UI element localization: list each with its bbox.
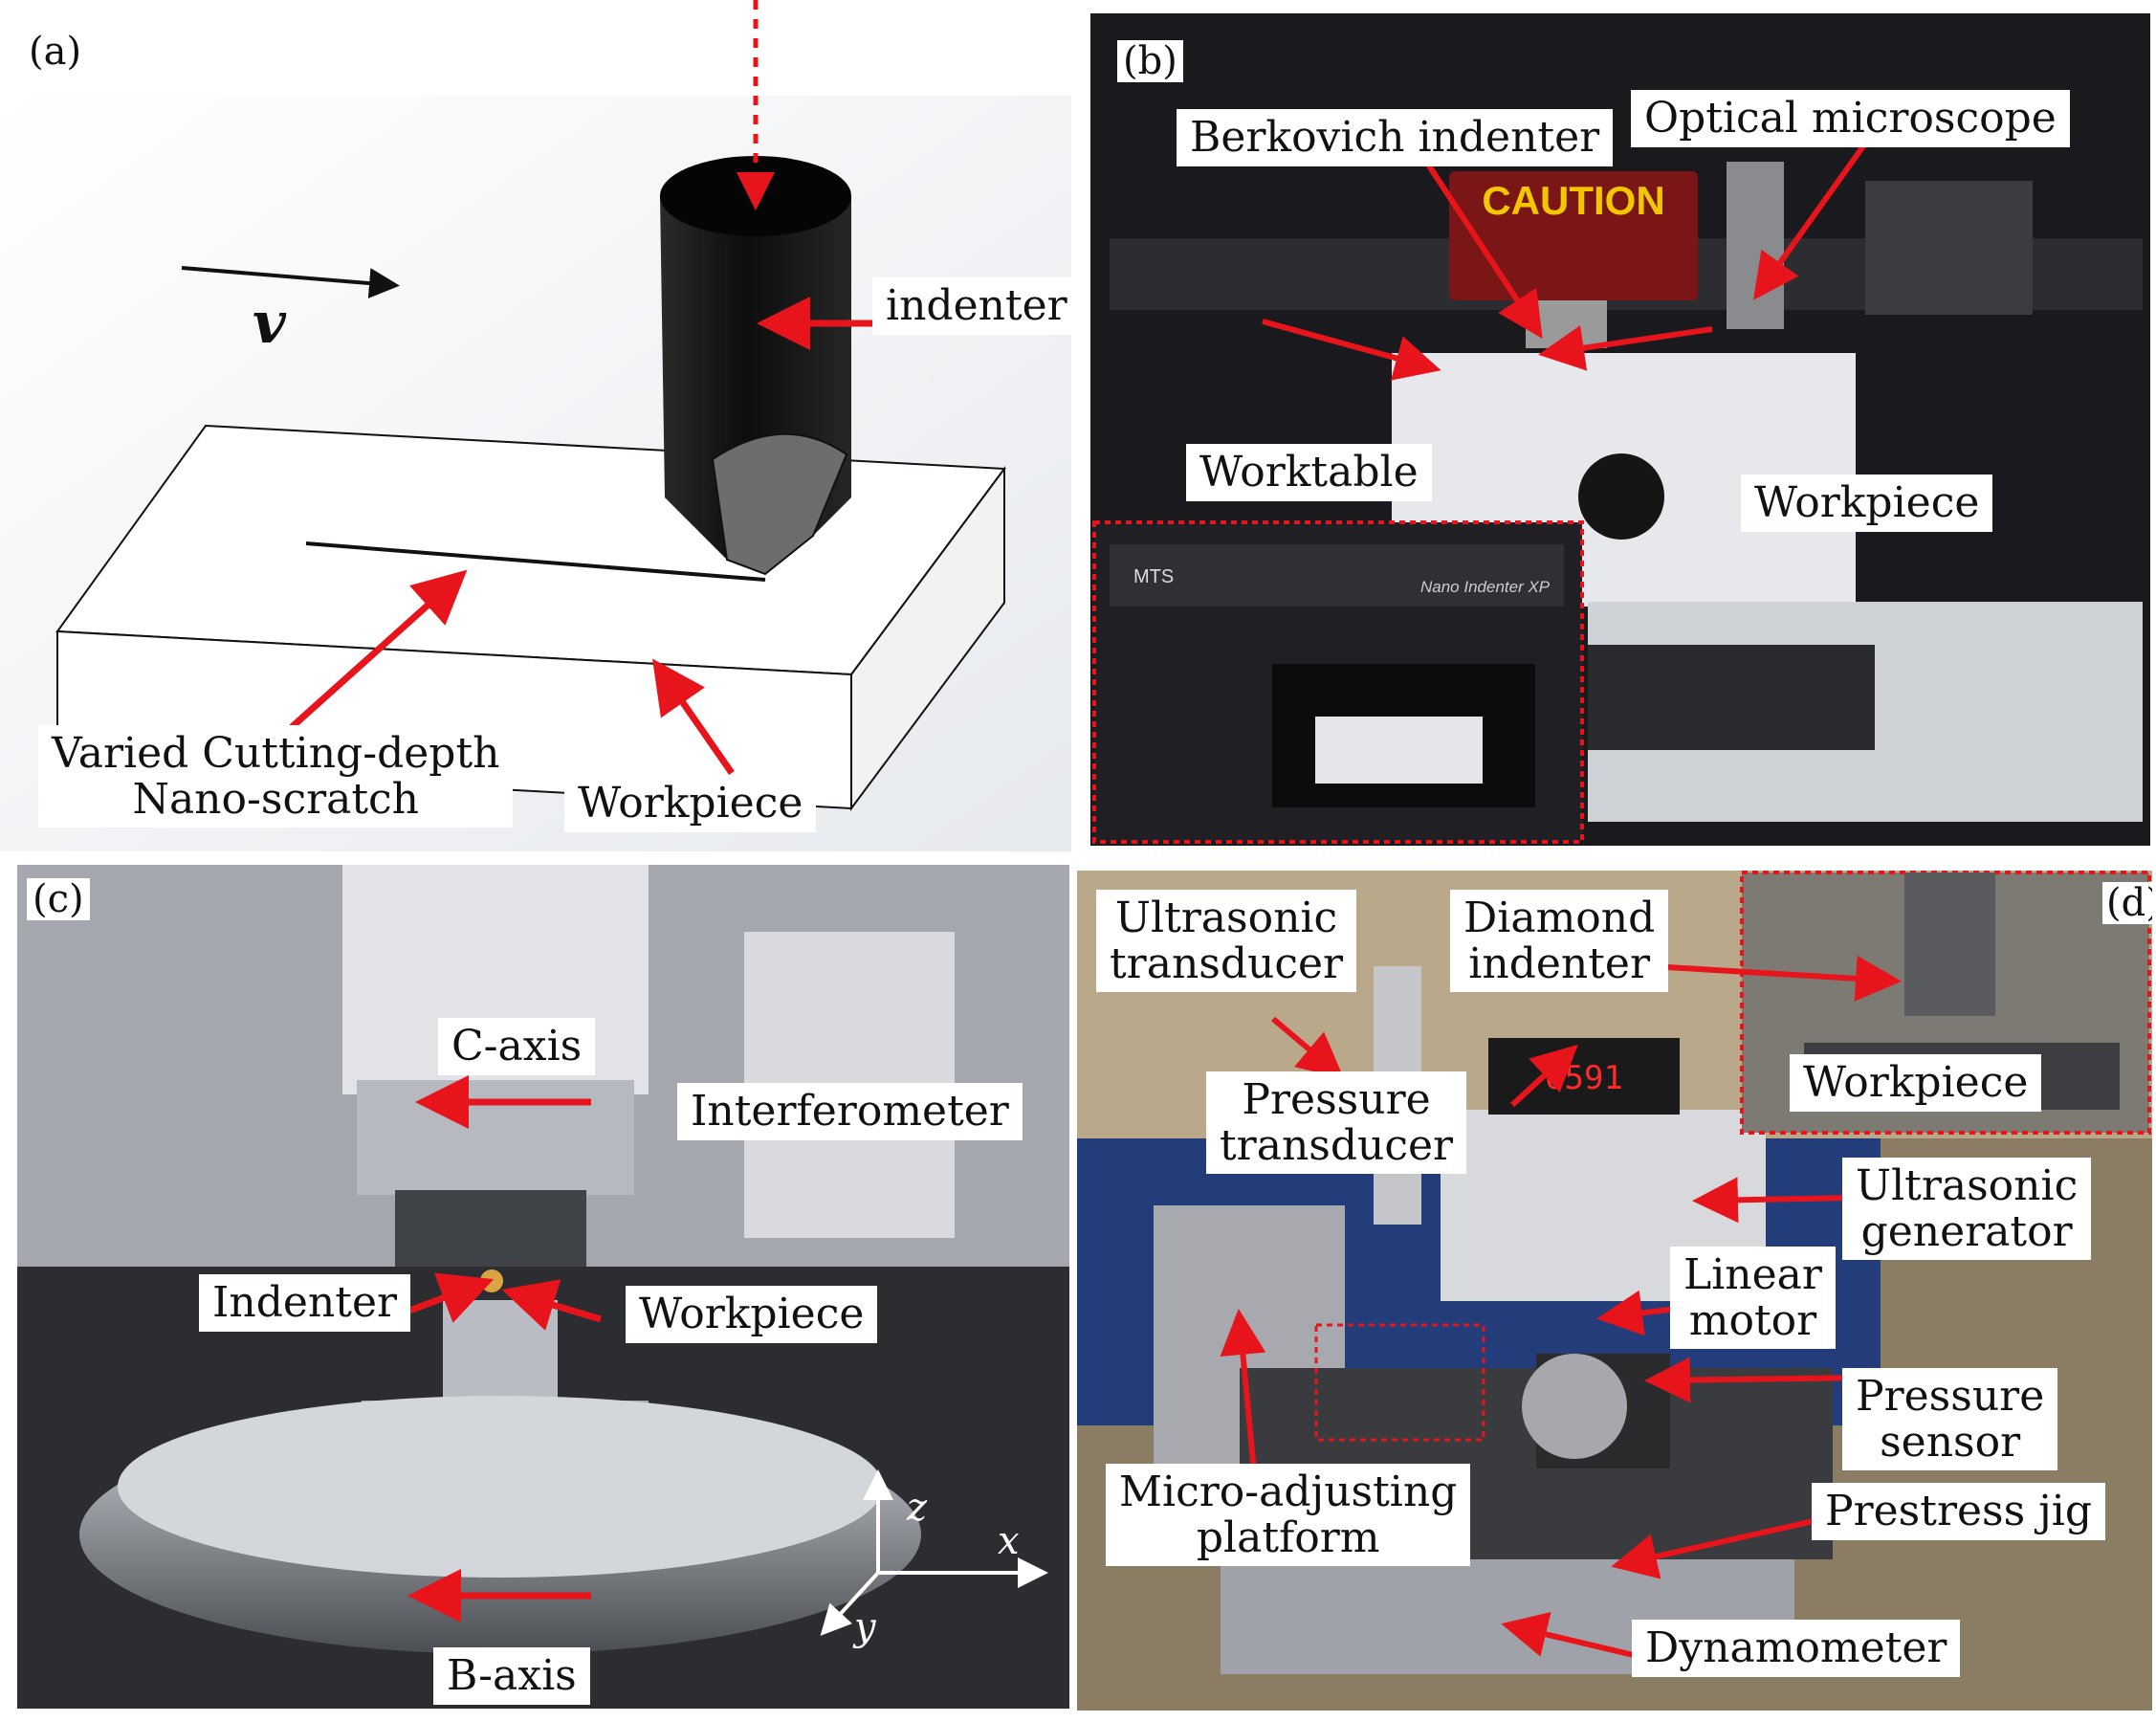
workpiece-label-a: Workpiece <box>564 775 817 832</box>
workpiece-top-face <box>55 424 1006 676</box>
ultrasonic-generator-line1: Ultrasonic <box>1856 1161 2079 1210</box>
workpiece-c-pointer <box>501 1279 603 1331</box>
microscope-tube <box>1727 162 1784 329</box>
diamond-line1: Diamond <box>1463 894 1656 942</box>
microscope-label: Optical microscope <box>1631 90 2070 147</box>
micro-platform-pointer <box>1220 1309 1266 1472</box>
pressure-transducer-line2: transducer <box>1220 1120 1454 1170</box>
ultrasonic-transducer-line1: Ultrasonic <box>1114 894 1338 942</box>
micro-adjusting-label: Micro-adjusting platform <box>1106 1464 1471 1567</box>
workpiece-c-label: Workpiece <box>626 1286 878 1343</box>
workpiece-label-b: Workpiece <box>1741 475 1993 532</box>
berkovich-label: Berkovich indenter <box>1177 109 1614 166</box>
ultrasonic-transducer-pointer <box>1271 1016 1345 1079</box>
micro-line2: platform <box>1196 1512 1380 1562</box>
pressure-transducer-line1: Pressure <box>1242 1075 1431 1124</box>
velocity-symbol: v <box>253 290 286 357</box>
panel-a-drawing <box>0 0 1071 851</box>
display-panel <box>1488 1038 1680 1115</box>
ultrasonic-transducer-line2: transducer <box>1110 938 1344 988</box>
dynamometer-pointer <box>1501 1611 1642 1660</box>
workpiece-d-label: Workpiece <box>1790 1054 2042 1112</box>
inset-spindle <box>1904 872 1995 1016</box>
axis-y-line <box>820 1571 880 1636</box>
indenter-column <box>1526 300 1607 348</box>
inset-instrument: Nano Indenter XP <box>1420 578 1551 596</box>
linear-motor-line2: motor <box>1688 1295 1817 1345</box>
indenter-tip-facet <box>711 432 848 576</box>
workpiece-b-pointer <box>1538 325 1713 371</box>
workpiece-pointer-arrow <box>652 658 735 775</box>
inset-top-strip <box>1110 544 1564 607</box>
caution-plate <box>1449 171 1698 300</box>
b-axis-top <box>118 1396 883 1578</box>
microscope-pointer <box>1753 121 1882 300</box>
inset-brand: MTS <box>1133 566 1174 587</box>
nano-scratch-line <box>305 541 766 582</box>
indenter-tip <box>480 1269 503 1292</box>
c-axis-label: C-axis <box>438 1018 596 1075</box>
velocity-arrow <box>181 266 400 298</box>
worktable-label: Worktable <box>1186 444 1432 501</box>
scratch-label-line1: Varied Cutting-depth <box>52 729 500 778</box>
caution-text: CAUTION <box>1482 178 1664 223</box>
ultrasonic-transducer-label: Ultrasonic transducer <box>1096 890 1357 993</box>
axis-z-text: z <box>906 1486 928 1530</box>
worktable-pointer <box>1262 319 1441 381</box>
diamond-line2: indenter <box>1468 938 1651 988</box>
indenter-c-pointer <box>407 1272 495 1323</box>
ultrasonic-generator-line2: generator <box>1860 1206 2073 1256</box>
axis-y-text: y <box>852 1605 877 1649</box>
pressure-transducer-label: Pressure transducer <box>1206 1071 1467 1175</box>
ultrasonic-generator-label: Ultrasonic generator <box>1842 1158 2092 1261</box>
panel-a: (a) v indenter Varied Cutting-depth Nano… <box>0 0 1071 851</box>
pressure-sensor-pointer <box>1644 1357 1872 1403</box>
zoom-region-box <box>1314 1323 1485 1442</box>
dynamometer-label: Dynamometer <box>1632 1620 1961 1677</box>
axis-x-text: x <box>998 1519 1020 1563</box>
interferometer-label: Interferometer <box>677 1083 1023 1140</box>
pressure-sensor-face <box>1522 1354 1627 1459</box>
rail-dark <box>1588 645 1875 750</box>
workpiece-right-face <box>850 465 1005 812</box>
pressure-transducer-pointer <box>1509 1044 1578 1108</box>
diamond-pointer <box>1650 955 1902 1002</box>
panel-d-label: (d) <box>2102 882 2152 924</box>
panel-d: 0591 (d) Ultrasonic transducer Diamond i… <box>1077 871 2152 1711</box>
indenter-label: indenter <box>872 277 1071 335</box>
panel-c-photo: z x y <box>17 865 1069 1709</box>
b-axis-label: B-axis <box>433 1647 590 1705</box>
panel-b: CAUTION MTS Nano Indenter XP (b) Berkovi… <box>1090 13 2150 846</box>
scratch-label: Varied Cutting-depth Nano-scratch <box>38 725 514 828</box>
pressure-sensor-label: Pressure sensor <box>1842 1368 2058 1471</box>
worktable-knob <box>1578 453 1664 540</box>
scratch-label-line2: Nano-scratch <box>132 774 420 824</box>
ultrasonic-generator-pointer <box>1692 1177 1853 1224</box>
scratch-pointer-arrow <box>289 569 468 730</box>
indenter-c-label: Indenter <box>199 1274 411 1332</box>
panel-b-label: (b) <box>1117 40 1183 82</box>
prestress-pointer <box>1611 1518 1815 1579</box>
camera-block <box>1865 181 2033 315</box>
micro-line1: Micro-adjusting <box>1119 1468 1458 1516</box>
diamond-indenter-label: Diamond indenter <box>1450 890 1669 993</box>
panel-c: z x y (c) C-axis Interferometer Indenter… <box>17 865 1069 1709</box>
panel-c-label: (c) <box>27 878 90 920</box>
pressure-sensor-line1: Pressure <box>1856 1372 2045 1421</box>
prestress-jig-label: Prestress jig <box>1812 1483 2106 1540</box>
linear-motor-label: Linear motor <box>1670 1247 1836 1350</box>
panel-d-photo: 0591 <box>1077 871 2152 1711</box>
pressure-sensor-line2: sensor <box>1880 1417 2021 1467</box>
panel-a-label: (a) <box>29 30 82 74</box>
c-axis-ring <box>357 1080 634 1195</box>
inset-worktable <box>1315 717 1483 784</box>
linear-motor-line1: Linear <box>1683 1250 1822 1299</box>
